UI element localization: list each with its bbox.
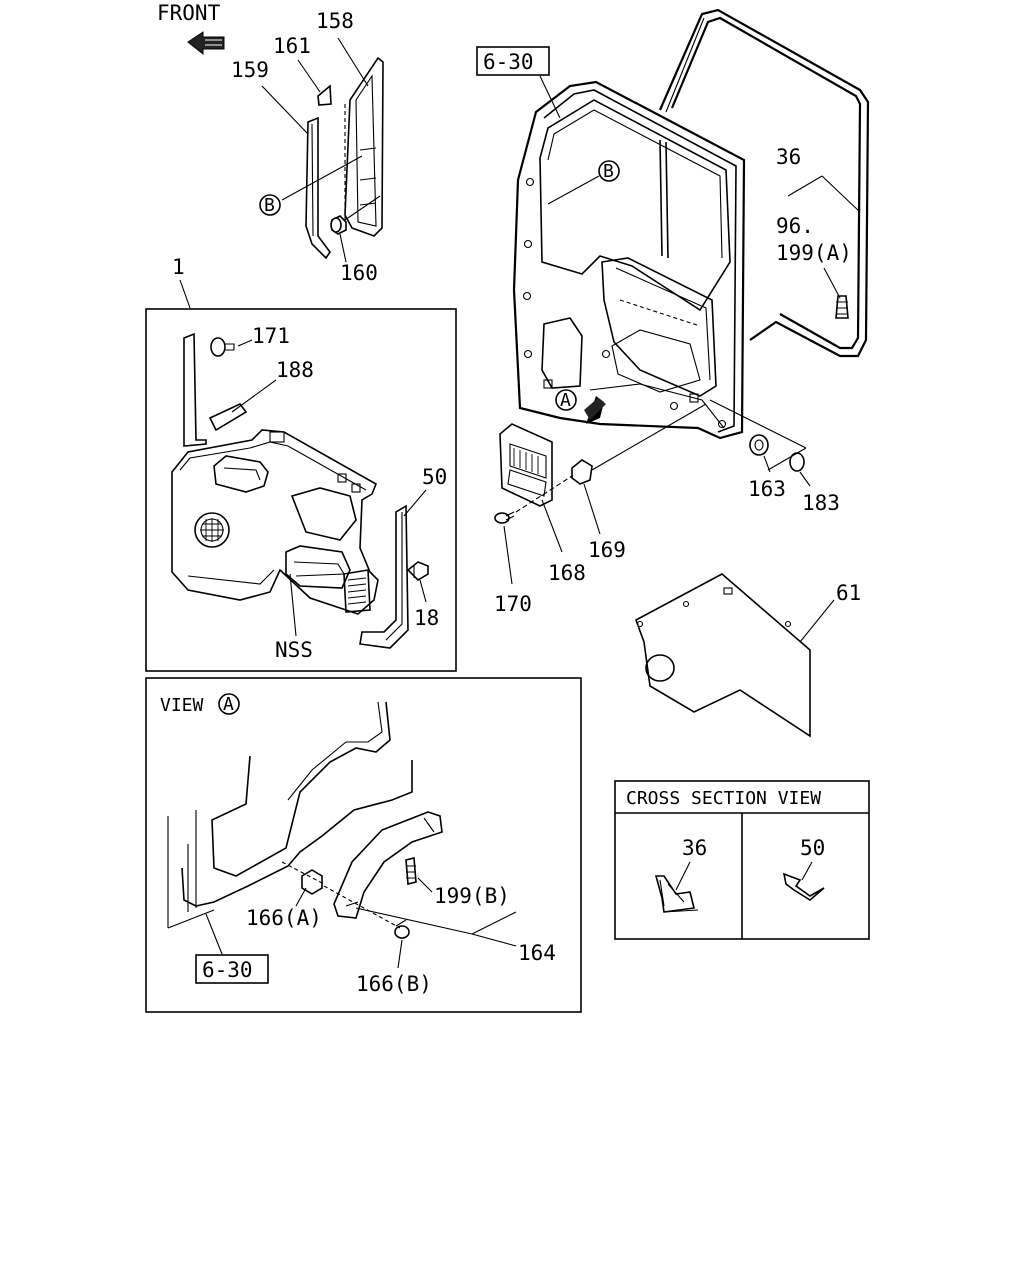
callout-183: 183 — [802, 491, 840, 515]
section-36-label: 36 — [682, 836, 707, 860]
view-a-box — [145, 677, 582, 1013]
callout-164: 164 — [518, 941, 556, 965]
pillar-trim-group — [261, 37, 384, 263]
callout-169: 169 — [588, 538, 626, 562]
callout-163: 163 — [748, 477, 786, 501]
callout-166a: 166(A) — [246, 906, 322, 930]
callout-6-30-view-label: 6-30 — [202, 958, 253, 982]
sill-trim-164 — [333, 811, 443, 919]
callout-6-30-top-label: 6-30 — [483, 50, 534, 74]
trim-panel-box — [145, 308, 457, 672]
callout-96: 96. — [776, 214, 814, 238]
door-shell — [512, 80, 746, 440]
circle-b-label-right: B — [603, 161, 614, 182]
callout-1: 1 — [172, 255, 185, 279]
callout-188: 188 — [276, 358, 314, 382]
clip-166b — [394, 919, 410, 939]
front-arrow-icon — [187, 31, 225, 56]
callout-166b: 166(B) — [356, 972, 432, 996]
view-a-circle-marker: A — [218, 693, 240, 715]
circle-b-marker-left: B — [259, 194, 281, 216]
front-label: FRONT — [157, 1, 221, 25]
section-36-profile — [654, 875, 699, 913]
callout-170: 170 — [494, 592, 532, 616]
callout-18: 18 — [414, 606, 439, 630]
callout-199a: 199(A) — [776, 241, 852, 265]
circle-a-marker: A — [555, 389, 577, 411]
clip-18 — [406, 561, 429, 582]
grommet-163 — [749, 434, 769, 456]
view-a-title: VIEW — [160, 695, 204, 716]
callout-199b: 199(B) — [434, 884, 510, 908]
circle-b-marker-right: B — [598, 160, 620, 182]
fastener-199b — [405, 856, 417, 886]
door-weatherstrip-36 — [658, 8, 870, 358]
view-a-door-lower — [167, 701, 413, 929]
callout-36-door: 36 — [776, 145, 801, 169]
clip-166a — [301, 869, 323, 895]
cross-section-title: CROSS SECTION VIEW — [626, 788, 821, 809]
weatherstrip-50 — [359, 504, 409, 649]
callout-168: 168 — [548, 561, 586, 585]
view-arrow-icon — [584, 396, 606, 424]
callout-160: 160 — [340, 261, 378, 285]
fastener-199a — [835, 295, 849, 319]
callout-61: 61 — [836, 581, 861, 605]
view-a-circle-label: A — [223, 694, 234, 715]
callout-171: 171 — [252, 324, 290, 348]
callout-6-30-view: 6-30 — [195, 954, 269, 984]
door-trim-panel — [171, 332, 379, 615]
clip-169 — [571, 459, 593, 485]
sealing-sheet-61 — [635, 573, 811, 738]
callout-161: 161 — [273, 34, 311, 58]
section-50-profile — [782, 872, 825, 901]
handle-bezel-168 — [499, 423, 553, 507]
callout-158: 158 — [316, 9, 354, 33]
callout-50-panel: 50 — [422, 465, 447, 489]
callout-6-30-top: 6-30 — [476, 46, 550, 76]
callout-nss: NSS — [275, 638, 313, 662]
section-50-label: 50 — [800, 836, 825, 860]
screw-170 — [494, 511, 515, 524]
circle-a-label: A — [560, 390, 571, 411]
callout-159: 159 — [231, 58, 269, 82]
circle-b-label-left: B — [264, 195, 275, 216]
